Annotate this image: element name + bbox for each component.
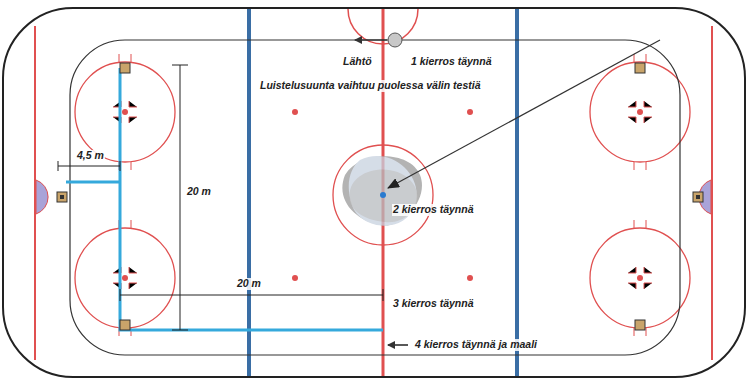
- dimension-label: 20 m: [186, 186, 212, 198]
- dimension-label: 4,5 m: [76, 150, 105, 162]
- direction-note: Luistelusuunta vaihtuu puolessa välin te…: [259, 80, 482, 92]
- lap-label: 1 kierros täynnä: [410, 56, 493, 68]
- lap-label: 2 kierros täynnä: [392, 204, 475, 216]
- lap-label: 3 kierros täynnä: [392, 298, 475, 310]
- finish-label: 4 kierros täynnä ja maali: [414, 339, 538, 351]
- dimension-label: 20 m: [236, 278, 262, 290]
- start-label: Lähtö: [342, 56, 373, 68]
